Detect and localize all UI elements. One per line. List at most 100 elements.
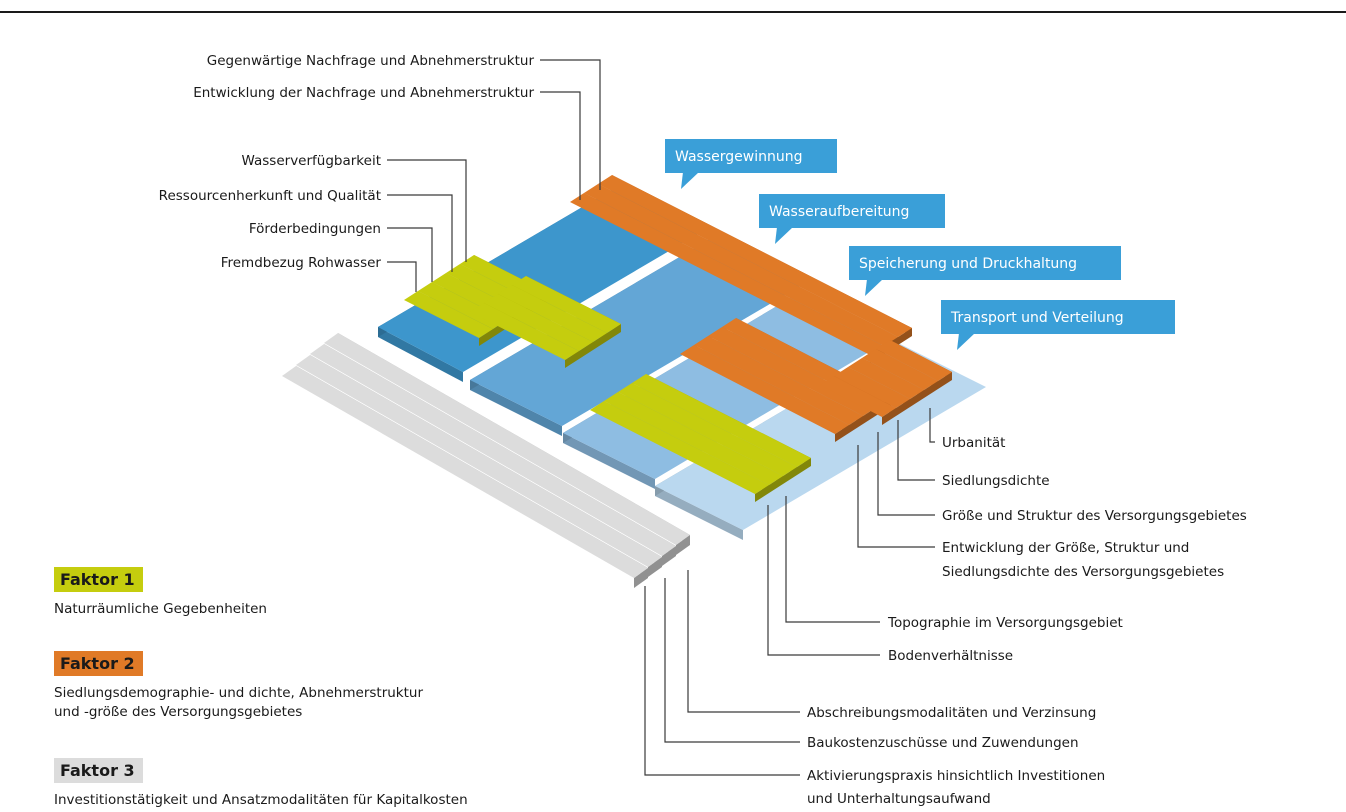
leader-f2-right-3 [857, 445, 935, 548]
orange-right-0-top [820, 376, 896, 417]
yellow-mid-2-top [498, 285, 607, 342]
orange-right-1-top [834, 367, 910, 408]
label-f2-right-1: Siedlungsdichte [942, 473, 1050, 489]
orange-right-2-end [910, 390, 924, 407]
leader-f1-0 [387, 159, 467, 262]
slab-transport-side [655, 486, 743, 540]
legend-factor2-desc: Siedlungsdemographie- und dichte, Abnehm… [54, 684, 423, 722]
grey-bar-1-end [648, 557, 662, 577]
label-f1-3: Fremdbezug Rohwasser [221, 255, 382, 271]
label-f2-top-0: Gegenwärtige Nachfrage und Abnehmerstruk… [207, 53, 535, 69]
label-f1-lower-0: Topographie im Versorgungsgebiet [887, 615, 1123, 631]
stage-box [941, 300, 1175, 334]
orange-long-0-top [570, 193, 884, 355]
yellow-mid-1-top [484, 294, 593, 351]
orange-right-1-end [896, 399, 910, 416]
stage-pointer [957, 333, 975, 350]
orange-right-0-end [882, 408, 896, 425]
grey-bar-2-end [662, 546, 676, 566]
legend-factor1-title: Faktor 1 [54, 567, 143, 592]
leader-lines [387, 59, 935, 776]
legend-factor3-desc: Investitionstätigkeit und Ansatzmodalitä… [54, 791, 468, 810]
orange-short-0-end [835, 425, 849, 442]
yellow-upper-0-top [404, 291, 493, 338]
yellow-mid-3-top [512, 276, 621, 333]
leader-f1-3 [387, 261, 417, 292]
orange-long-2-top [598, 175, 912, 337]
legend-factor1-desc: Naturräumliche Gegebenheiten [54, 600, 267, 619]
leader-f3-1 [664, 578, 800, 743]
yellow-mid-0-top [470, 303, 579, 360]
label-f3-1: Baukostenzuschüsse und Zuwendungen [807, 735, 1079, 751]
leader-f2-top-0 [540, 59, 601, 190]
stage-box [849, 246, 1121, 280]
leader-f3-0 [687, 570, 800, 713]
orange-right-3-top [862, 349, 938, 390]
stage-pointer [681, 172, 699, 189]
leader-f2-top-1 [540, 91, 581, 200]
yellow-lower-2-top [618, 383, 797, 476]
stage-callout-3: Transport und Verteilung [941, 300, 1175, 350]
orange-short-1-top [694, 336, 863, 425]
grey-bar-0-end [634, 568, 648, 588]
leader-f1-lower-1 [767, 505, 880, 656]
slab-wasseraufbereitung-side [470, 380, 562, 436]
stage-box [759, 194, 945, 228]
label-f3-3: und Unterhaltungsaufwand [807, 791, 991, 807]
stage-callouts: WassergewinnungWasseraufbereitungSpeiche… [665, 139, 1175, 350]
stage-callout-2: Speicherung und Druckhaltung [849, 246, 1121, 296]
leader-f2-right-1 [897, 420, 935, 481]
stage-callout-1: Wasseraufbereitung [759, 194, 945, 244]
orange-right-2-top [848, 358, 924, 399]
factor-labels: Gegenwärtige Nachfrage und Abnehmerstruk… [159, 53, 1247, 807]
factor3-bars [282, 333, 690, 588]
orange-right-3-end [924, 381, 938, 398]
label-f1-1: Ressourcenherkunft und Qualität [159, 188, 381, 204]
leader-f1-lower-0 [785, 496, 880, 623]
yellow-mid-2-end [593, 333, 607, 350]
label-f2-right-3: Entwicklung der Größe, Struktur und [942, 540, 1189, 556]
label-f3-2: Aktivierungspraxis hinsichtlich Investit… [807, 768, 1105, 784]
label-f2-right-2: Größe und Struktur des Versorgungsgebiet… [942, 508, 1247, 524]
slab-speicherung-side [563, 433, 655, 489]
yellow-lower-0-end [755, 485, 769, 502]
orange-long-2-end [898, 328, 912, 345]
stage-label: Wassergewinnung [675, 149, 802, 165]
legend-factor2-line: Siedlungsdemographie- und dichte, Abnehm… [54, 685, 424, 701]
legend-factor1: Faktor 1 Naturräumliche Gegebenheiten [54, 567, 267, 619]
label-f1-0: Wasserverfügbarkeit [242, 153, 381, 169]
grey-bar-0-top [282, 366, 648, 578]
stage-pointer [775, 227, 793, 244]
grey-bar-2-top [310, 344, 676, 556]
leader-f2-right-2 [877, 432, 935, 516]
orange-right-4-top [876, 340, 952, 381]
legend-factor2-title: Faktor 2 [54, 651, 143, 676]
leader-f3-2 [644, 586, 800, 776]
yellow-lower-3-top [632, 374, 811, 467]
stage-box [665, 139, 837, 173]
yellow-mid-1-end [579, 342, 593, 359]
yellow-lower-0-top [590, 401, 769, 494]
legend-factor3: Faktor 3 Investitionstätigkeit und Ansat… [54, 758, 468, 810]
yellow-lower-1-end [769, 476, 783, 493]
factor2-bars [570, 175, 952, 442]
legend-factor2-line: und -größe des Versorgungsgebietes [54, 704, 303, 720]
label-f2-top-1: Entwicklung der Nachfrage und Abnehmerst… [193, 85, 534, 101]
leader-f1-1 [387, 194, 453, 272]
orange-right-4-end [938, 372, 952, 389]
yellow-lower-3-end [797, 458, 811, 475]
slab-wassergewinnung-side [378, 327, 463, 382]
legend-factor2: Faktor 2 Siedlungsdemographie- und dicht… [54, 651, 423, 722]
slab-wasseraufbereitung-top [470, 238, 804, 426]
label-f2-right-4: Siedlungsdichte des Versorgungsgebietes [942, 564, 1224, 580]
legend-factor3-line: Investitionstätigkeit und Ansatzmodalitä… [54, 792, 468, 808]
grey-bar-1-top [296, 355, 662, 567]
yellow-upper-0-end [479, 329, 493, 346]
factor1-bars [404, 255, 811, 502]
orange-long-1-top [584, 184, 898, 346]
legend-factor3-title: Faktor 3 [54, 758, 143, 783]
leader-f2-right-0 [929, 408, 935, 443]
stage-label: Wasseraufbereitung [769, 204, 909, 220]
label-f1-lower-1: Bodenverhältnisse [888, 648, 1013, 664]
